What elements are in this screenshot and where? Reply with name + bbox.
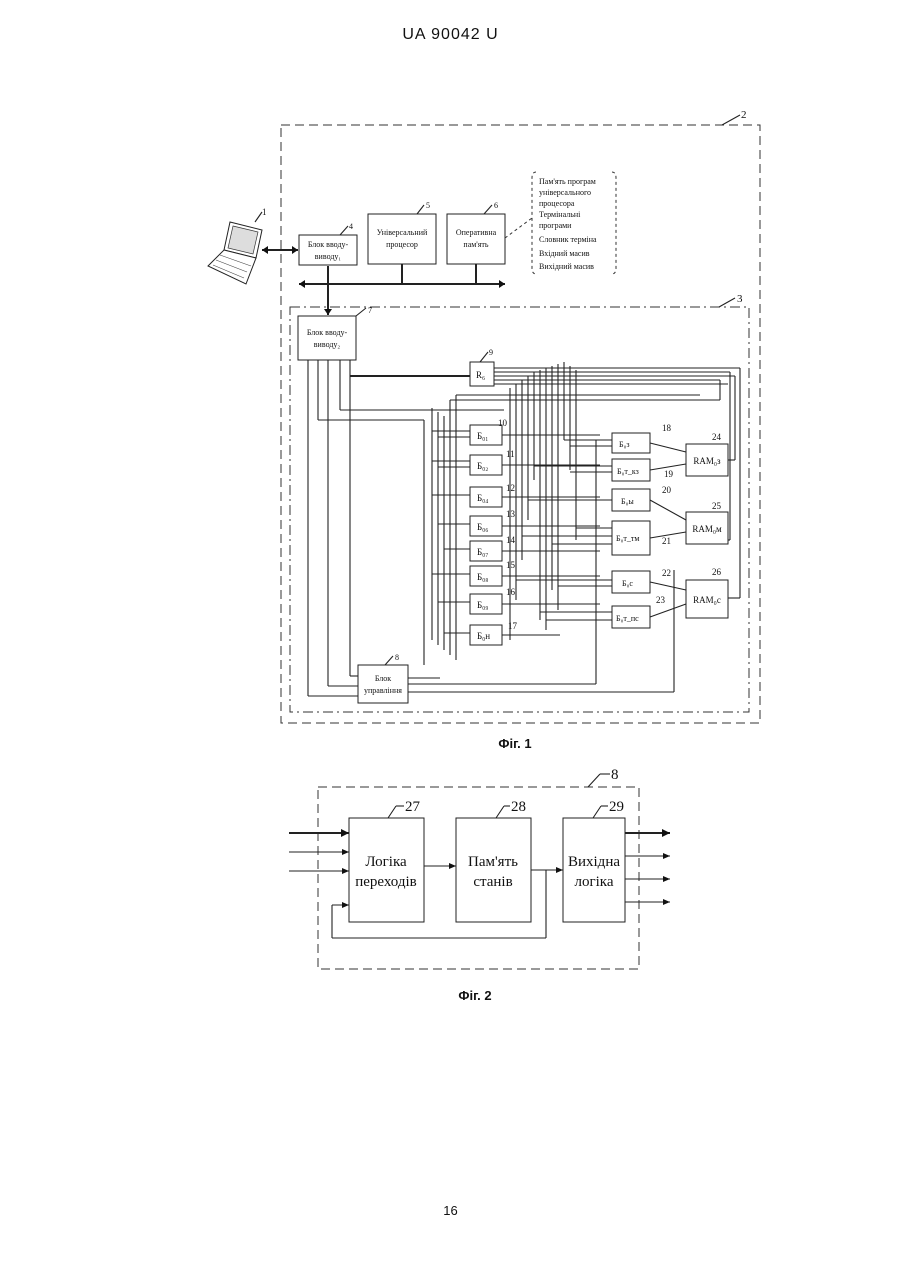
ram-block xyxy=(447,214,505,264)
ref-7: 7 xyxy=(368,306,372,315)
ctrl-line-1: Блок xyxy=(375,674,391,683)
ref-27: 27 xyxy=(405,799,421,815)
fig2-inputs xyxy=(289,829,349,874)
ref-26: 26 xyxy=(712,567,722,577)
ram-line-1: Оперативна xyxy=(456,228,497,237)
block-29-line-1: Вихідна xyxy=(568,854,620,870)
block-27-line-2: переходів xyxy=(355,874,417,890)
ref-23: 23 xyxy=(656,595,666,605)
ram-26-label: RAM₀с xyxy=(693,595,721,605)
figure-1: 2 3 1 Блок вводу- виводу₁ 4 Універсальни… xyxy=(208,109,760,751)
block-17-label: Б₀н xyxy=(477,631,490,641)
svg-text:Словник терміна: Словник терміна xyxy=(539,235,597,244)
fig1-caption: Фіг. 1 xyxy=(498,736,531,751)
ref-5: 5 xyxy=(426,201,430,210)
ref-22: 22 xyxy=(662,568,671,578)
io2-line-1: Блок вводу- xyxy=(307,328,348,337)
block-11-label: Б₀₂ xyxy=(477,461,488,471)
svg-text:Термінальні: Термінальні xyxy=(539,210,581,219)
ref-28: 28 xyxy=(511,799,526,815)
ref-17: 17 xyxy=(508,621,518,631)
fig2-ref-8: 8 xyxy=(611,767,619,783)
ref-9: 9 xyxy=(489,348,493,357)
block-21-label: Б₀т_тм xyxy=(616,534,639,543)
block-12-label: Б₀₄ xyxy=(477,493,488,503)
ref-1: 1 xyxy=(262,207,267,217)
ram-25-label: RAM₀м xyxy=(692,524,722,534)
transition-logic-block xyxy=(349,818,424,922)
svg-text:Вихідний масив: Вихідний масив xyxy=(539,262,594,271)
block-14-label: Б₀₇ xyxy=(477,547,488,557)
ref-21: 21 xyxy=(662,536,671,546)
block-16-label: Б₀₉ xyxy=(477,600,488,610)
ref-29: 29 xyxy=(609,799,624,815)
block-20-label: Б₀ы xyxy=(621,497,634,506)
ref-3: 3 xyxy=(737,293,743,305)
page-number: 16 xyxy=(0,1203,901,1218)
io2-line-2: виводу₂ xyxy=(314,340,341,349)
ref-6: 6 xyxy=(494,201,498,210)
block-27-line-1: Логіка xyxy=(365,854,407,870)
io1-line-1: Блок вводу- xyxy=(308,240,349,249)
ref-11: 11 xyxy=(506,449,515,459)
output-logic-block xyxy=(563,818,625,922)
block-28-line-1: Пам'ять xyxy=(468,854,518,870)
rg-label: R₆ xyxy=(476,370,485,380)
ref-4: 4 xyxy=(349,222,353,231)
ram-line-2: пам'ять xyxy=(463,240,489,249)
figure-2: 8 Логіка переходів Пам'ять станів Вихідн… xyxy=(289,767,670,1003)
fig1-wiring xyxy=(308,360,740,696)
ram-24-label: RAM₀з xyxy=(693,456,721,466)
svg-text:Вхідний масив: Вхідний масив xyxy=(539,249,590,258)
ref-10: 10 xyxy=(498,418,508,428)
ram-blocks: RAM₀з RAM₀м RAM₀с 24 25 26 xyxy=(686,432,728,618)
block-13-label: Б₀₆ xyxy=(477,522,488,532)
block-29-line-2: логіка xyxy=(574,874,613,890)
ref-12: 12 xyxy=(506,483,515,493)
block-10-label: Б₀₁ xyxy=(477,431,488,441)
proc-line-2: процесор xyxy=(386,240,418,249)
svg-text:програми: програми xyxy=(539,221,572,230)
universal-processor xyxy=(368,214,436,264)
control-block xyxy=(358,665,408,703)
block-18-label: Б₀з xyxy=(619,440,630,449)
ref-24: 24 xyxy=(712,432,722,442)
proc-line-1: Універсальний xyxy=(377,228,428,237)
memory-note: Пам'ять програм універсального процесора… xyxy=(539,177,597,271)
ref-25: 25 xyxy=(712,501,722,511)
block-22-label: Б₀с xyxy=(622,579,633,588)
svg-text:процесора: процесора xyxy=(539,199,575,208)
state-memory-block xyxy=(456,818,531,922)
ref-2: 2 xyxy=(741,109,747,121)
ref-13: 13 xyxy=(506,509,516,519)
laptop-icon xyxy=(208,222,262,284)
block-28-line-2: станів xyxy=(473,874,512,890)
system-boundary-2 xyxy=(281,125,760,723)
ref-15: 15 xyxy=(506,560,516,570)
svg-text:універсального: універсального xyxy=(539,188,591,197)
ref-19: 19 xyxy=(664,469,674,479)
ref-8: 8 xyxy=(395,653,399,662)
ref-18: 18 xyxy=(662,423,672,433)
svg-text:Пам'ять програм: Пам'ять програм xyxy=(539,177,596,186)
block-15-label: Б₀₈ xyxy=(477,572,488,582)
block-19-label: Б₀т_кз xyxy=(617,467,639,476)
ref-16: 16 xyxy=(506,587,516,597)
io1-line-2: виводу₁ xyxy=(315,252,342,261)
ctrl-line-2: управління xyxy=(364,686,402,695)
fig2-outputs xyxy=(625,829,670,905)
ref-14: 14 xyxy=(506,535,516,545)
io-block-2 xyxy=(298,316,356,360)
ref-20: 20 xyxy=(662,485,672,495)
fig2-caption: Фіг. 2 xyxy=(458,988,491,1003)
block-23-label: Б₀т_пс xyxy=(616,614,639,623)
